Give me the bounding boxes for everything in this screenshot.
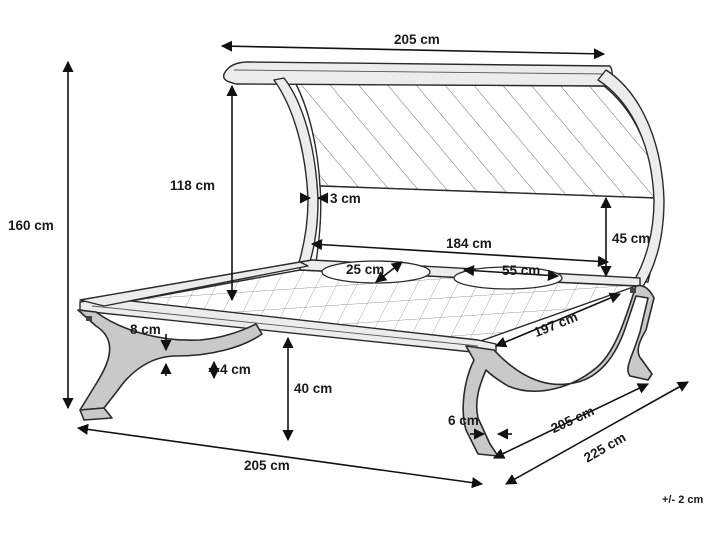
label-depth-inner: 205 cm <box>549 403 597 436</box>
label-arc-thickness: 8 cm <box>130 322 161 337</box>
label-pillow-width: 55 cm <box>502 263 540 278</box>
label-total-length: 205 cm <box>244 458 290 473</box>
label-canopy-height: 118 cm <box>170 178 215 193</box>
dimension-lines <box>62 40 689 489</box>
label-bed-height: 40 cm <box>294 381 332 396</box>
label-pillow-depth: 25 cm <box>346 262 384 277</box>
label-base-thickness: 4 cm <box>220 362 251 377</box>
canopy <box>222 61 665 289</box>
label-bed-length: 184 cm <box>446 236 492 251</box>
canopy-panel-upper <box>294 83 657 199</box>
label-total-height: 160 cm <box>8 218 54 233</box>
label-foot-width: 6 cm <box>448 413 479 428</box>
label-canopy-width: 205 cm <box>394 32 440 47</box>
base-left <box>77 309 263 421</box>
label-depth-outer: 225 cm <box>581 430 628 466</box>
label-canopy-to-bed: 45 cm <box>612 231 650 246</box>
tolerance-note: +/- 2 cm <box>662 494 703 506</box>
label-canopy-gap: 3 cm <box>330 191 361 206</box>
